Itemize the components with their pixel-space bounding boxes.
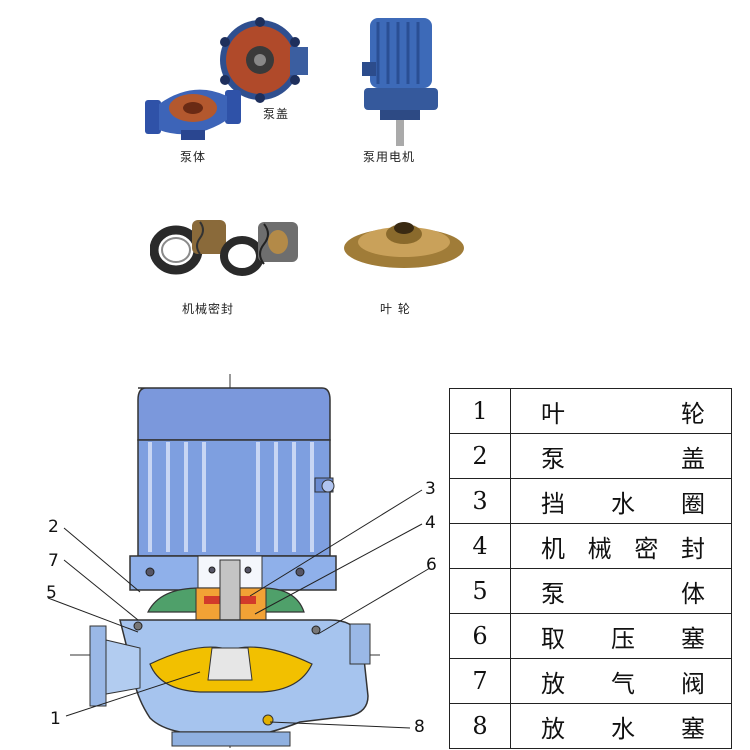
vent-valve-marker bbox=[133, 621, 143, 631]
pressure-plug-marker bbox=[311, 625, 321, 635]
impeller-photo bbox=[344, 222, 464, 268]
part-number: 3 bbox=[449, 478, 511, 524]
pump-cross-section: 1 2 3 4 5 6 7 8 bbox=[46, 374, 437, 748]
part-name: 叶轮 bbox=[510, 388, 732, 434]
motor-photo bbox=[362, 18, 438, 146]
part-name: 放水塞 bbox=[510, 703, 732, 749]
part-number: 6 bbox=[449, 613, 511, 659]
inlet-flange bbox=[89, 625, 141, 707]
part-number: 2 bbox=[449, 433, 511, 479]
drain-plug-marker bbox=[262, 714, 274, 726]
callout-1: 1 bbox=[50, 709, 61, 729]
part-name: 放气阀 bbox=[510, 658, 732, 704]
callout-7: 7 bbox=[48, 551, 59, 571]
part-number: 8 bbox=[449, 703, 511, 749]
outlet-flange bbox=[349, 623, 371, 665]
pump-body-photo bbox=[145, 89, 241, 140]
pump-body-caption: 泵体 bbox=[180, 150, 207, 164]
pump-base bbox=[171, 731, 291, 747]
part-number: 7 bbox=[449, 658, 511, 704]
part-name: 泵盖 bbox=[510, 433, 732, 479]
pump-cover-photo bbox=[220, 17, 308, 103]
part-name: 泵体 bbox=[510, 568, 732, 614]
pump-cover-caption: 泵盖 bbox=[263, 107, 290, 121]
impeller-caption: 叶 轮 bbox=[380, 302, 411, 316]
leader-lines bbox=[47, 489, 431, 729]
callout-6: 6 bbox=[426, 555, 437, 575]
part-number: 5 bbox=[449, 568, 511, 614]
part-name: 挡水圈 bbox=[510, 478, 732, 524]
part-number: 1 bbox=[449, 388, 511, 434]
part-name: 机械密封 bbox=[510, 523, 732, 569]
callout-2: 2 bbox=[48, 517, 59, 537]
part-number: 4 bbox=[449, 523, 511, 569]
callout-3: 3 bbox=[425, 479, 436, 499]
mechanical-seal-caption: 机械密封 bbox=[182, 302, 235, 316]
callout-5: 5 bbox=[46, 583, 57, 603]
callout-4: 4 bbox=[425, 513, 436, 533]
part-name: 取压塞 bbox=[510, 613, 732, 659]
motor-body bbox=[137, 387, 335, 557]
motor-caption: 泵用电机 bbox=[363, 150, 416, 164]
callout-8: 8 bbox=[414, 717, 425, 737]
mechanical-seal-photo bbox=[150, 220, 298, 276]
